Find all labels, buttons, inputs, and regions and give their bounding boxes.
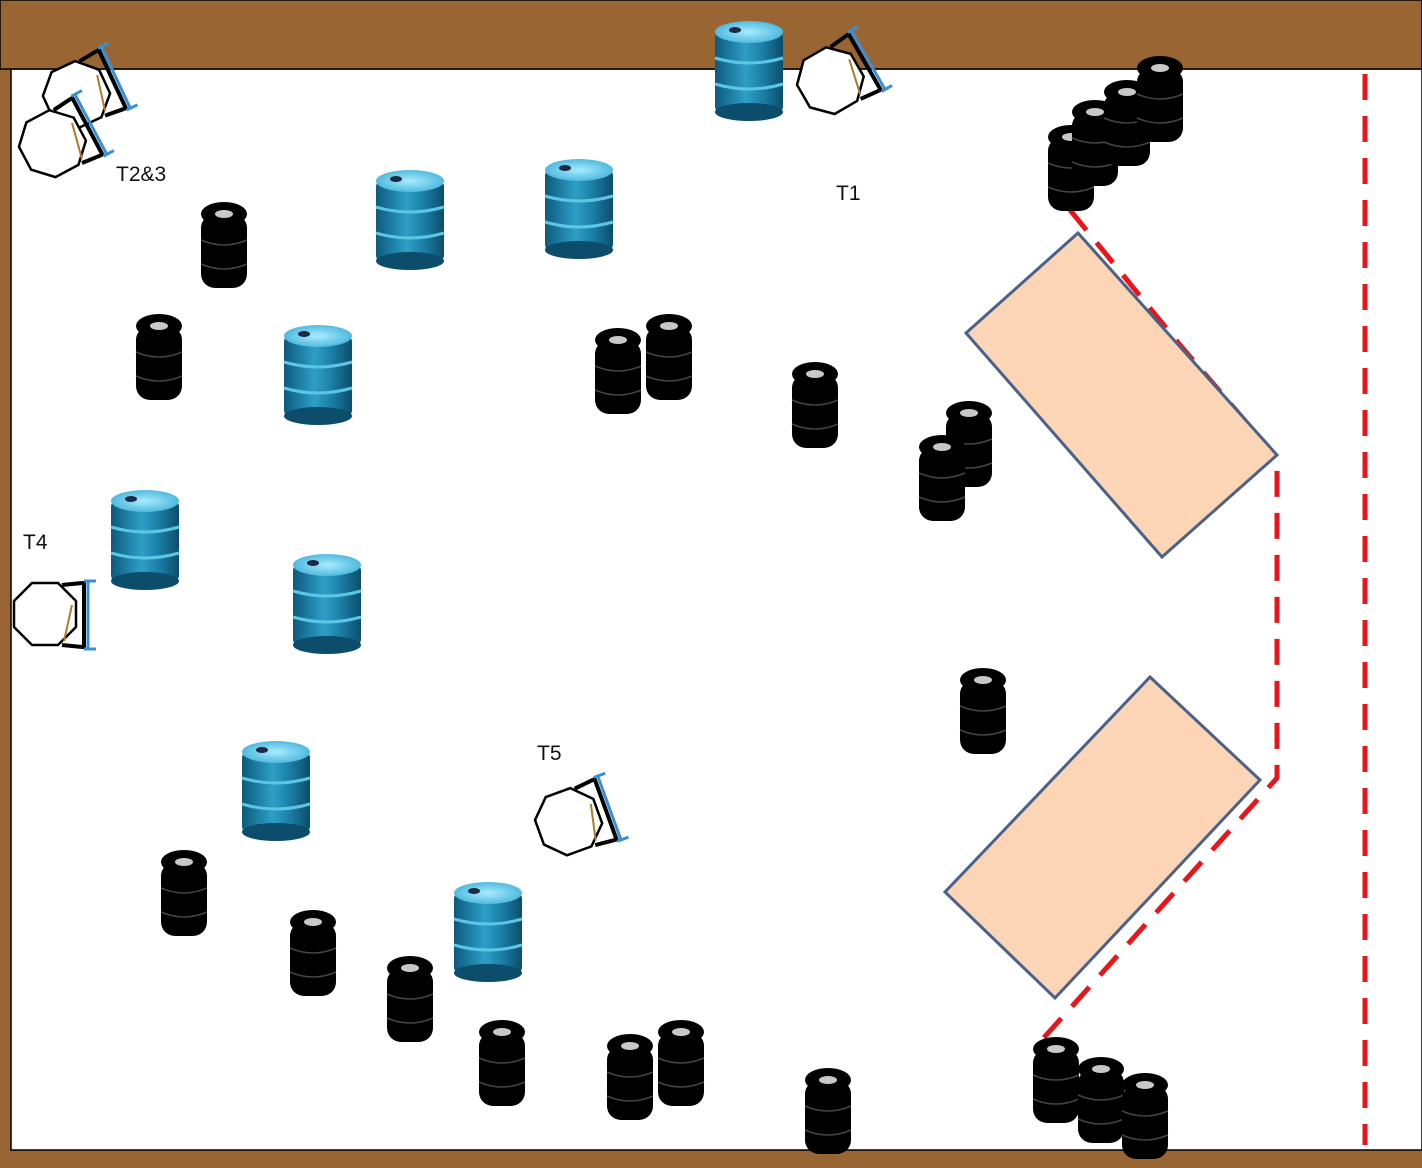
tire-stack (289, 909, 337, 997)
target-t4-icon (12, 579, 98, 651)
tire-stack (1077, 1056, 1125, 1144)
tire-stack (594, 327, 642, 415)
tire-stack (1121, 1072, 1169, 1160)
label-t2-3: T2&3 (116, 163, 166, 186)
tire-stack (606, 1033, 654, 1121)
fault-line-table-1 (1038, 208, 1280, 1044)
tire-stack (657, 1019, 705, 1107)
tire-stack (1032, 1036, 1080, 1124)
label-t4: T4 (23, 531, 48, 554)
barrel (713, 19, 785, 123)
barrel (282, 323, 354, 427)
barrel (109, 488, 181, 592)
barrel (240, 739, 312, 843)
tire-stack (918, 434, 966, 522)
label-t1: T1 (836, 182, 861, 205)
label-t5: T5 (537, 742, 562, 765)
tire-stack (135, 313, 183, 401)
tire-stack (200, 201, 248, 289)
fault-lines (1038, 74, 1368, 1145)
tire-stack (160, 849, 208, 937)
tire-stack (959, 667, 1007, 755)
tire-stack (478, 1019, 526, 1107)
tire-stack (791, 361, 839, 449)
tire-stack (804, 1067, 852, 1155)
tire-stack (386, 955, 434, 1043)
barrel (374, 168, 446, 272)
tire-stack (645, 313, 693, 401)
barrel (291, 552, 363, 656)
wall-top-border (0, 0, 1422, 70)
barrel (452, 880, 524, 984)
table-lower (942, 674, 1263, 1001)
barrel (543, 157, 615, 261)
tire-stack (1136, 55, 1184, 143)
table-upper (963, 230, 1280, 560)
